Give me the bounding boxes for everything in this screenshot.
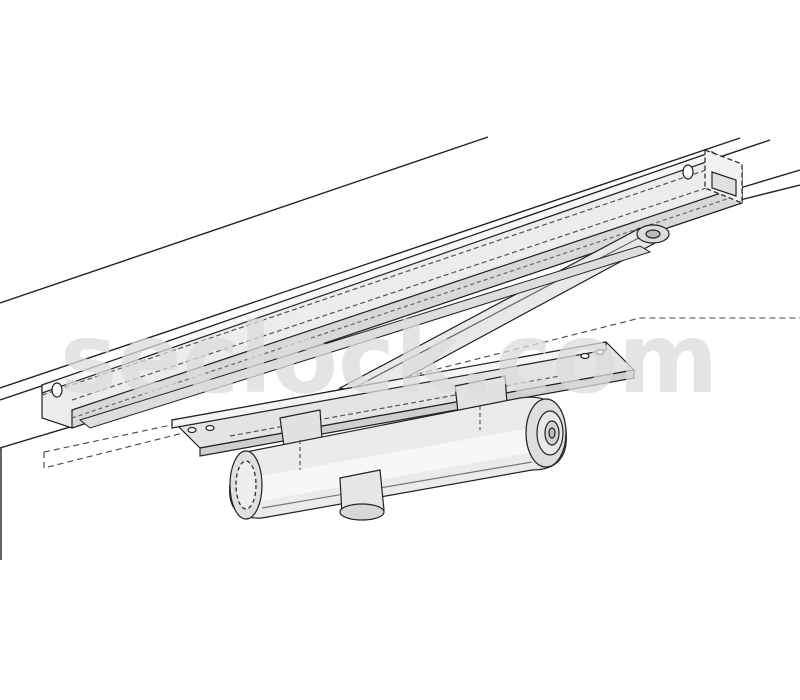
watermark-text: seclock.com xyxy=(60,303,718,415)
slide-track xyxy=(41,149,743,429)
closer-body xyxy=(229,375,567,521)
